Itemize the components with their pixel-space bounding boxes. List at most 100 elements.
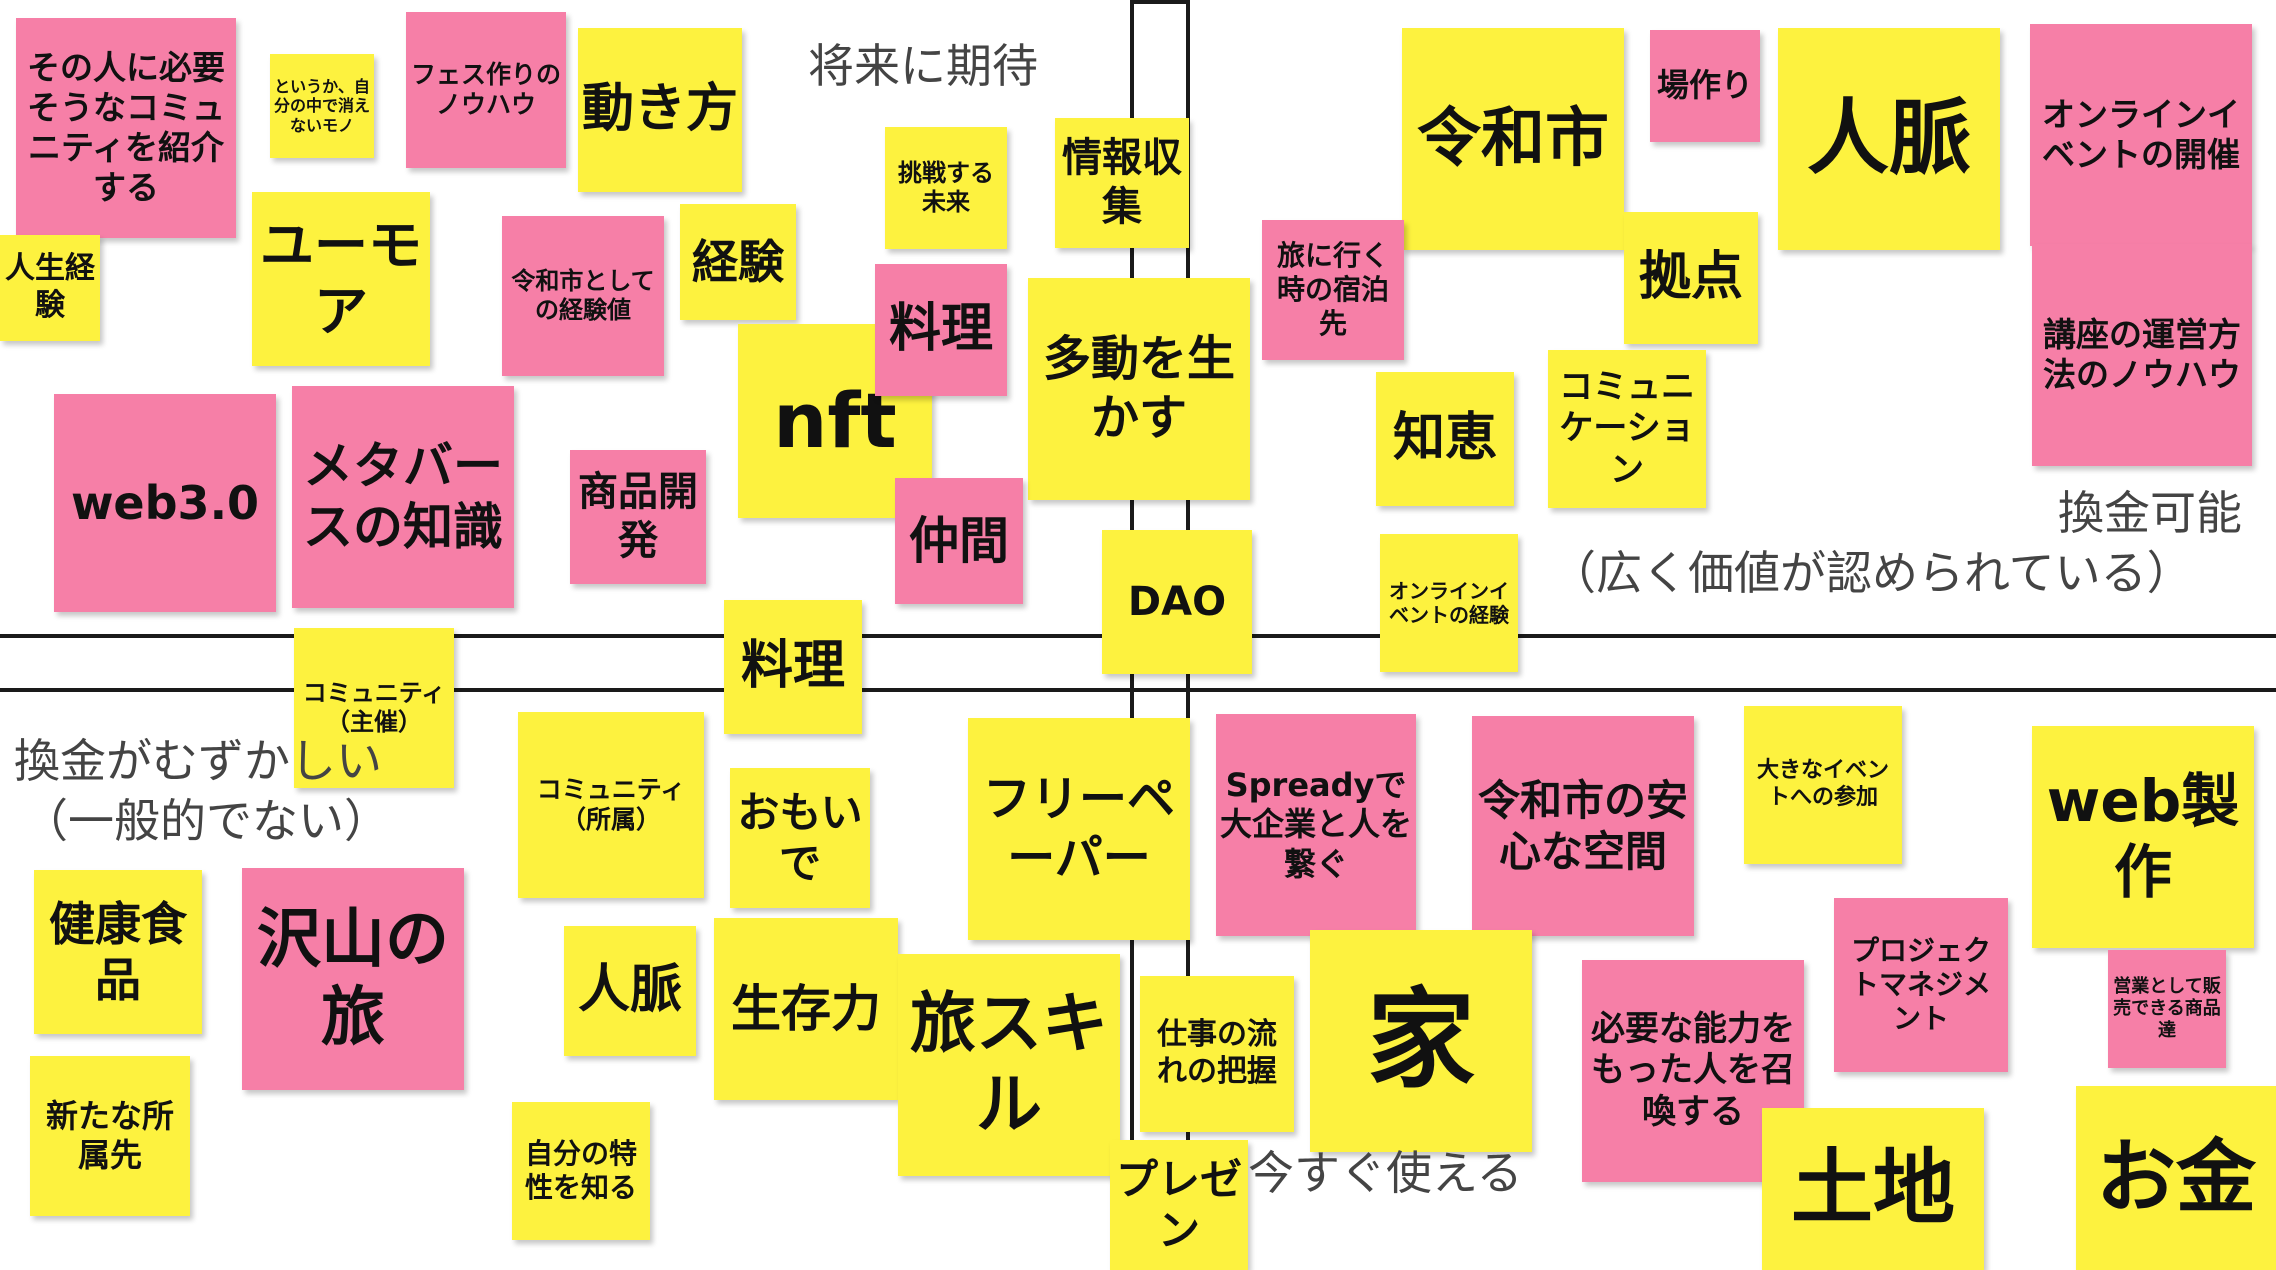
- note-text: 講座の運営方法のノウハウ: [2043, 314, 2241, 394]
- sticky-note[interactable]: web製作: [2032, 726, 2254, 948]
- sticky-note[interactable]: 土地: [1762, 1108, 1984, 1270]
- axis-label-bottom: 今すぐ使える: [1248, 1146, 1523, 1200]
- note-text: コミュニケーション: [1559, 366, 1695, 490]
- sticky-note[interactable]: オンラインイベントの開催: [2030, 24, 2252, 246]
- sticky-note[interactable]: 人生経験: [0, 235, 100, 341]
- sticky-note[interactable]: 料理: [875, 264, 1007, 396]
- note-text: 拠点: [1638, 247, 1743, 308]
- sticky-note[interactable]: 旅スキル: [898, 954, 1120, 1176]
- note-text: 料理: [740, 636, 845, 697]
- note-text: 商品開発: [578, 469, 698, 564]
- sticky-note[interactable]: Spreadyで大企業と人を繋ぐ: [1216, 714, 1416, 936]
- note-text: 人生経験: [5, 251, 95, 323]
- sticky-note[interactable]: 仕事の流れの把握: [1140, 976, 1294, 1132]
- note-text: 健康食品: [49, 896, 187, 1007]
- sticky-note[interactable]: 沢山の旅: [242, 868, 464, 1090]
- note-text: 情報収集: [1062, 135, 1182, 230]
- note-text: プロジェクトマネジメント: [1850, 933, 1991, 1036]
- note-text: 令和市: [1417, 101, 1609, 176]
- sticky-note[interactable]: 情報収集: [1055, 118, 1189, 248]
- note-text: フリーペーパー: [982, 771, 1175, 886]
- note-text: 挑戦する未来: [898, 158, 994, 216]
- note-text: コミュニティ（所属）: [536, 774, 686, 835]
- note-text: 新たな所属先: [45, 1096, 174, 1174]
- note-text: 人脈: [577, 960, 682, 1021]
- note-text: 多動を生かす: [1042, 331, 1235, 446]
- note-text: 家: [1366, 978, 1475, 1104]
- sticky-note[interactable]: 令和市: [1402, 28, 1624, 250]
- note-text: 令和市としての経験値: [511, 266, 655, 324]
- note-text: 旅スキル: [910, 985, 1108, 1143]
- axis-label-right-main: 換金可能: [2058, 486, 2242, 540]
- sticky-note[interactable]: 家: [1310, 930, 1532, 1152]
- note-text: フェス作りのノウハウ: [410, 59, 561, 120]
- sticky-note[interactable]: 令和市としての経験値: [502, 216, 664, 376]
- note-text: 営業として販売できる商品達: [2113, 976, 2221, 1041]
- note-text: 動き方: [582, 79, 739, 140]
- note-text: 知恵: [1392, 408, 1497, 469]
- sticky-note[interactable]: 知恵: [1376, 372, 1514, 506]
- sticky-note[interactable]: 営業として販売できる商品達: [2108, 950, 2226, 1068]
- sticky-note[interactable]: DAO: [1102, 530, 1252, 674]
- sticky-note[interactable]: 令和市の安心な空間: [1472, 716, 1694, 936]
- note-text: 場作り: [1656, 66, 1753, 105]
- sticky-note[interactable]: 多動を生かす: [1028, 278, 1250, 500]
- sticky-note[interactable]: 自分の特性を知る: [512, 1102, 650, 1240]
- sticky-note[interactable]: 挑戦する未来: [885, 127, 1007, 249]
- note-text: おもいで: [737, 787, 863, 888]
- sticky-note[interactable]: ユーモア: [252, 192, 430, 366]
- sticky-note[interactable]: 健康食品: [34, 870, 202, 1034]
- sticky-note[interactable]: 新たな所属先: [30, 1056, 190, 1216]
- sticky-note[interactable]: 大きなイベントへの参加: [1744, 706, 1902, 864]
- note-text: 経験: [692, 234, 784, 289]
- sticky-note[interactable]: 生存力: [714, 918, 898, 1100]
- note-text: 料理: [888, 299, 993, 360]
- sticky-note[interactable]: 料理: [724, 600, 862, 734]
- note-text: 土地: [1790, 1140, 1955, 1236]
- sticky-note[interactable]: 人脈: [564, 926, 696, 1056]
- note-text: 令和市の安心な空間: [1477, 775, 1688, 876]
- axis-vertical-cap-line: [1130, 0, 1190, 4]
- sticky-note[interactable]: メタバースの知識: [292, 386, 514, 608]
- note-text: Spreadyで大企業と人を繋ぐ: [1220, 766, 1413, 883]
- note-text: プレゼン: [1115, 1154, 1242, 1255]
- note-text: 大きなイベントへの参加: [1756, 758, 1889, 810]
- sticky-note[interactable]: 人脈: [1778, 28, 2000, 250]
- note-text: メタバースの知識: [303, 437, 503, 556]
- sticky-note[interactable]: 動き方: [578, 28, 742, 192]
- axis-label-left-sub: （一般的でない）: [22, 794, 390, 848]
- sticky-note[interactable]: というか、自分の中で消えないモノ: [270, 54, 374, 158]
- sticky-note[interactable]: コミュニティ（所属）: [518, 712, 704, 898]
- sticky-note[interactable]: オンラインイベントの経験: [1380, 534, 1518, 672]
- sticky-note[interactable]: 仲間: [895, 478, 1023, 604]
- axis-label-left-main: 換金がむずかしい: [14, 734, 382, 788]
- sticky-note[interactable]: 経験: [680, 204, 796, 320]
- sticky-note[interactable]: フェス作りのノウハウ: [406, 12, 566, 168]
- sticky-note[interactable]: プレゼン: [1110, 1140, 1248, 1270]
- note-text: 生存力: [731, 979, 881, 1038]
- note-text: 自分の特性を知る: [524, 1136, 637, 1204]
- sticky-note[interactable]: お金: [2076, 1086, 2276, 1270]
- sticky-note[interactable]: プロジェクトマネジメント: [1834, 898, 2008, 1072]
- note-text: オンラインイベントの経験: [1389, 578, 1509, 627]
- note-text: というか、自分の中で消えないモノ: [274, 76, 371, 135]
- sticky-note[interactable]: おもいで: [730, 768, 870, 908]
- sticky-note[interactable]: コミュニティ（主催）: [294, 628, 454, 788]
- sticky-note[interactable]: web3.0: [54, 394, 276, 612]
- sticky-note[interactable]: 講座の運営方法のノウハウ: [2032, 244, 2252, 466]
- sticky-note[interactable]: フリーペーパー: [968, 718, 1190, 940]
- sticky-note[interactable]: 旅に行く時の宿泊先: [1262, 220, 1404, 360]
- note-text: ユーモア: [260, 214, 422, 343]
- note-text: オンラインイベントの開催: [2042, 94, 2240, 174]
- sticky-note[interactable]: 商品開発: [570, 450, 706, 584]
- sticky-note[interactable]: 場作り: [1650, 30, 1760, 142]
- sticky-note[interactable]: 必要な能力をもった人を召喚する: [1582, 960, 1804, 1182]
- sticky-note[interactable]: 拠点: [1624, 212, 1758, 344]
- axis-label-top: 将来に期待: [808, 39, 1038, 93]
- sticky-note[interactable]: コミュニケーション: [1548, 350, 1706, 508]
- note-text: 仲間: [909, 511, 1009, 570]
- sticky-note[interactable]: その人に必要そうなコミュニティを紹介する: [16, 18, 236, 238]
- note-text: 旅に行く時の宿泊先: [1276, 238, 1389, 341]
- axis-horizontal-lower-line: [0, 688, 2276, 692]
